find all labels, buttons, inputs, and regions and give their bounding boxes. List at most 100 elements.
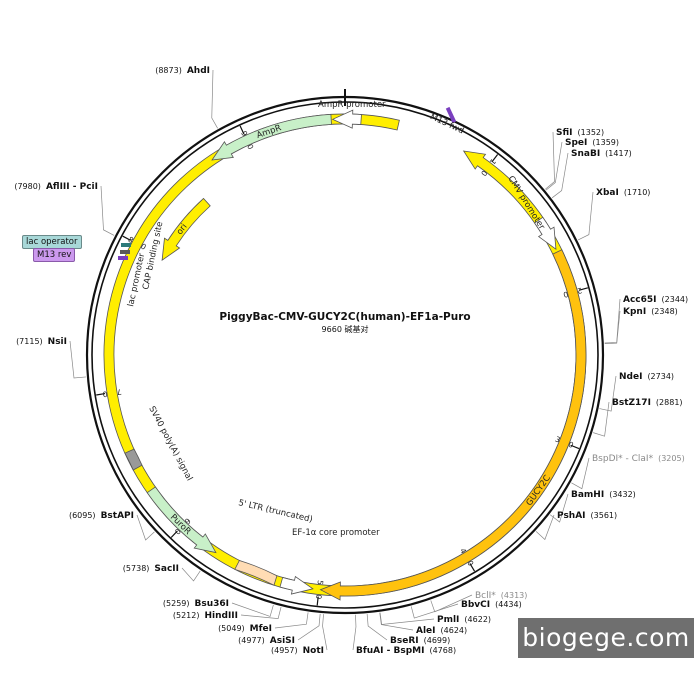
tick-mark bbox=[316, 596, 319, 606]
site-position: (5738) bbox=[123, 564, 150, 573]
site-leader bbox=[211, 69, 218, 129]
site-name: SacII bbox=[154, 564, 179, 574]
lac-marks bbox=[118, 243, 131, 260]
site-leader bbox=[545, 141, 563, 191]
site-leader bbox=[231, 602, 274, 617]
site-kpni: KpnI (2348) bbox=[604, 307, 678, 345]
ef1a-promoter-label: EF-1α core promoter bbox=[292, 528, 380, 538]
feature-ef-1-core-promoter bbox=[279, 575, 314, 595]
site-name: NotI bbox=[303, 646, 324, 656]
site-mfei: MfeI (5049) bbox=[218, 612, 309, 634]
site-afliii-pcii: AflIII - PciI(7980) bbox=[14, 182, 115, 236]
tick-mark bbox=[96, 392, 106, 396]
site-leader bbox=[604, 310, 621, 345]
site-position: (4313) bbox=[501, 591, 528, 600]
tick-mark bbox=[491, 154, 499, 162]
site-xbai: XbaI (1710) bbox=[577, 188, 651, 241]
site-ndei: NdeI (2734) bbox=[599, 372, 674, 412]
site-leader bbox=[136, 514, 155, 541]
site-name: PshAI bbox=[557, 511, 586, 521]
site-position: (4977) bbox=[238, 636, 265, 645]
site-hindiii: HindIII (5212) bbox=[173, 606, 282, 621]
site-name: BspDI* - ClaI* bbox=[592, 454, 654, 464]
site-name: KpnI bbox=[623, 307, 646, 317]
site-position: (1417) bbox=[605, 149, 632, 158]
site-name: Bsu36I bbox=[195, 599, 230, 609]
site-spei: SpeI (1359) bbox=[545, 138, 619, 191]
site-name: NsiI bbox=[48, 337, 67, 347]
site-bstapi: BstAPI (6095) bbox=[69, 511, 155, 541]
feature-label: AmpR bbox=[255, 123, 282, 141]
feature-sv40-poly-a-signal bbox=[124, 448, 143, 471]
site-position: (1359) bbox=[592, 138, 619, 147]
site-asisi: AsiSI(4977) bbox=[238, 613, 321, 646]
site-name: HindIII bbox=[204, 611, 238, 621]
tick-mark bbox=[469, 563, 476, 572]
site-position: (7115) bbox=[16, 337, 43, 346]
site-nsii: NsiI (7115) bbox=[16, 337, 86, 379]
site-name: SpeI bbox=[565, 138, 587, 148]
watermark: biogege.com bbox=[518, 618, 694, 658]
site-name: AhdI bbox=[187, 66, 210, 76]
site-bsu36i: Bsu36I (5259) bbox=[163, 599, 274, 617]
site-alei: AleI (4624) bbox=[379, 612, 468, 636]
site-position: (2734) bbox=[647, 372, 674, 381]
site-position: (2348) bbox=[651, 307, 678, 316]
site-name: AleI bbox=[416, 626, 436, 636]
site-leader bbox=[599, 375, 617, 412]
site-leader bbox=[551, 152, 569, 199]
site-name: MfeI bbox=[250, 624, 272, 634]
tick-mark bbox=[579, 287, 589, 291]
m13-fwd-marker: M13 fwd bbox=[428, 106, 465, 136]
site-name: BstAPI bbox=[101, 511, 134, 521]
m13-fwd-label: M13 fwd bbox=[428, 112, 465, 136]
site-name: BbvCI bbox=[461, 600, 490, 610]
feature-ampr-promoter bbox=[331, 109, 362, 129]
site-name: SnaBI bbox=[571, 149, 600, 159]
site-position: (6095) bbox=[69, 511, 96, 520]
site-name: PmlI bbox=[437, 615, 459, 625]
site-name: BclI* bbox=[475, 591, 496, 601]
ltr-label: 5' LTR (truncated) bbox=[237, 498, 313, 525]
site-leader bbox=[69, 340, 86, 379]
plasmid-size: 9660 碱基对 bbox=[322, 324, 369, 334]
tick-mark bbox=[570, 444, 580, 450]
site-bseri: BseRI (4699) bbox=[366, 614, 451, 646]
site-position: (3561) bbox=[591, 511, 618, 520]
site-pshai: PshAI (3561) bbox=[535, 511, 618, 541]
site-leader bbox=[352, 614, 357, 651]
site-position: (4957) bbox=[271, 646, 298, 655]
site-leader bbox=[366, 614, 388, 641]
site-name: SfiI bbox=[556, 128, 573, 138]
ampr-promoter-label: AmpR promoter bbox=[318, 100, 386, 110]
site-name: NdeI bbox=[619, 372, 642, 382]
site-pmli: PmlI (4622) bbox=[379, 612, 491, 625]
site-leader bbox=[240, 606, 282, 620]
site-leader bbox=[181, 567, 201, 582]
site-noti: NotI (4957) bbox=[271, 614, 328, 656]
site-name: BseRI bbox=[390, 636, 419, 646]
site-sacii: SacII (5738) bbox=[123, 564, 201, 582]
site-position: (2881) bbox=[656, 398, 683, 407]
site-position: (4624) bbox=[441, 626, 468, 635]
site-position: (5212) bbox=[173, 611, 200, 620]
site-bspdi-clai-: BspDI* - ClaI*(3205) bbox=[571, 454, 685, 490]
site-leader bbox=[535, 514, 555, 541]
site-position: (4699) bbox=[424, 636, 451, 645]
feature-gucy2c bbox=[319, 249, 587, 601]
site-position: (4622) bbox=[464, 615, 491, 624]
site-leader bbox=[322, 614, 328, 651]
site-leader bbox=[100, 185, 115, 236]
feature-5-ltr-truncated- bbox=[234, 559, 278, 586]
site-position: (7980) bbox=[14, 182, 41, 191]
site-position: (4434) bbox=[495, 600, 522, 609]
site-position: (2344) bbox=[662, 295, 689, 304]
plasmid-title: PiggyBac-CMV-GUCY2C(human)-EF1a-Puro bbox=[219, 311, 470, 323]
site-name: XbaI bbox=[596, 188, 619, 198]
site-position: (1710) bbox=[624, 188, 651, 197]
site-position: (5049) bbox=[218, 624, 245, 633]
feature-ampr bbox=[211, 113, 332, 161]
site-position: (5259) bbox=[163, 599, 190, 608]
site-bbvci: BbvCI (4434) bbox=[410, 600, 522, 619]
tick-mark bbox=[170, 530, 178, 538]
